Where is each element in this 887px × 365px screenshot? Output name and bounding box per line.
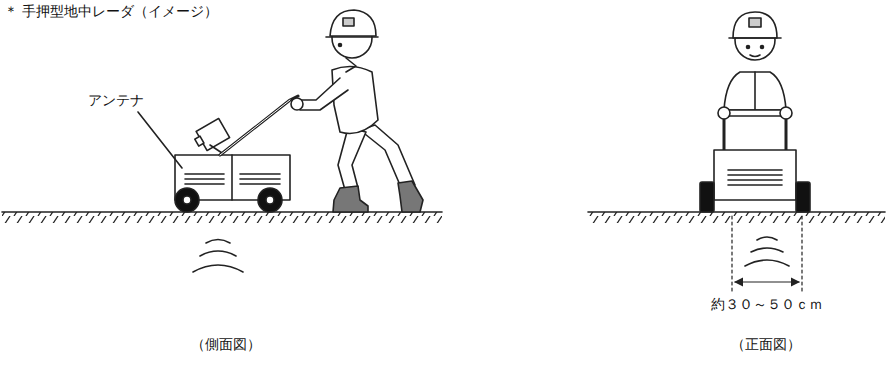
radar-waves [193, 240, 243, 273]
ground-hatch [588, 212, 885, 223]
ground-hatch [2, 212, 442, 223]
dimension-lines [732, 216, 802, 292]
radar-cart [700, 107, 810, 212]
worker-figure [724, 12, 786, 110]
worker-figure [291, 10, 423, 212]
dimension-label: 約３０～５０ｃｍ [709, 296, 825, 313]
view-caption: （側面図） [191, 336, 261, 353]
view-caption: （正面図） [731, 336, 801, 353]
radar-waves [745, 237, 789, 266]
leader-line [138, 112, 182, 168]
part-label: アンテナ [88, 92, 144, 109]
figure-title: ＊ 手押型地中レーダ（イメージ） [4, 3, 218, 20]
radar-cart [175, 96, 298, 212]
